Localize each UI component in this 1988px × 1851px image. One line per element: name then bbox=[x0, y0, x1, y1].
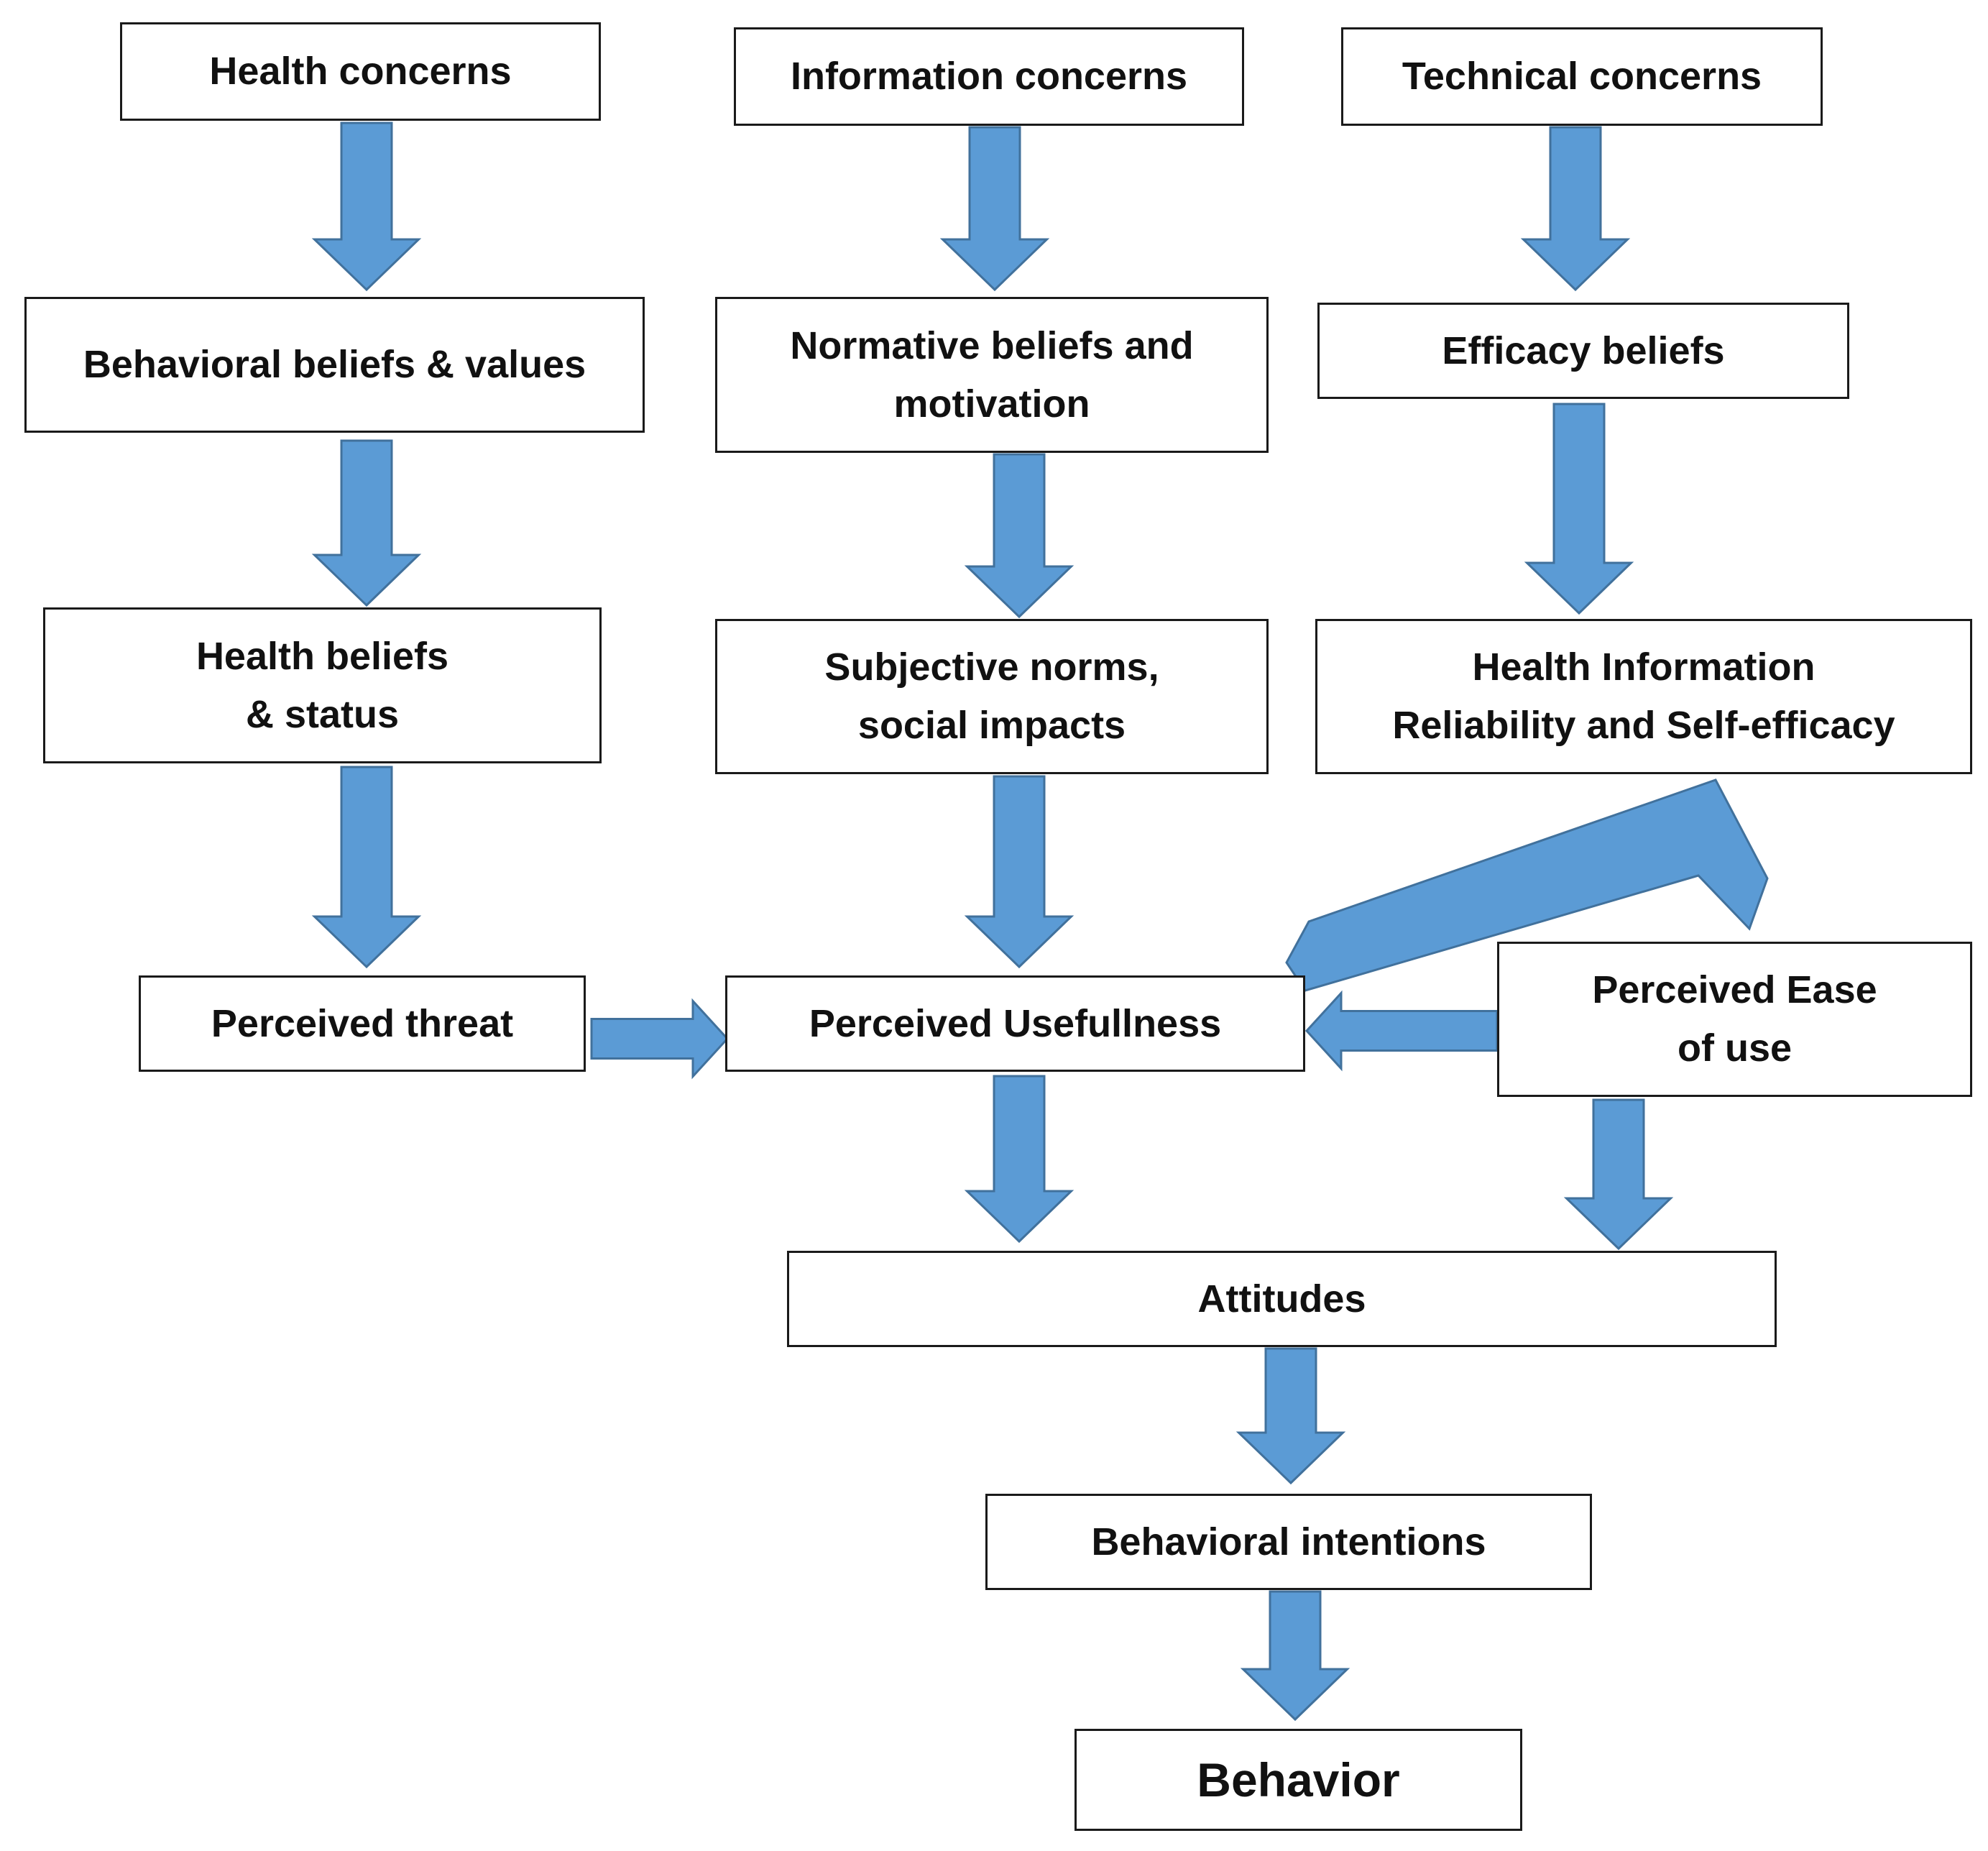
arrow-behavioral-beliefs-to-health-beliefs bbox=[311, 439, 422, 607]
node-perceived-threat: Perceived threat bbox=[139, 975, 586, 1072]
node-subjective-norms: Subjective norms, social impacts bbox=[715, 619, 1269, 774]
arrow-subjective-norms-to-usefulness bbox=[964, 775, 1074, 969]
arrow-ease-to-usefulness bbox=[1304, 990, 1499, 1072]
node-efficacy-beliefs: Efficacy beliefs bbox=[1317, 303, 1849, 399]
arrow-information-concerns-to-normative bbox=[939, 126, 1050, 292]
arrows bbox=[311, 121, 1769, 1722]
node-health-beliefs-status: Health beliefs & status bbox=[43, 607, 602, 763]
arrow-technical-concerns-to-efficacy bbox=[1520, 126, 1631, 292]
node-behavioral-beliefs-values: Behavioral beliefs & values bbox=[24, 297, 645, 433]
arrow-attitudes-to-intentions bbox=[1235, 1347, 1346, 1485]
node-behavior: Behavior bbox=[1074, 1729, 1522, 1831]
node-information-concerns: Information concerns bbox=[734, 27, 1244, 126]
arrow-intentions-to-behavior bbox=[1240, 1590, 1350, 1722]
arrow-perceived-threat-to-usefulness bbox=[590, 998, 730, 1080]
arrow-normative-to-subjective-norms bbox=[964, 453, 1074, 619]
node-technical-concerns: Technical concerns bbox=[1341, 27, 1823, 126]
arrow-efficacy-to-health-information bbox=[1524, 403, 1634, 615]
arrow-health-concerns-to-behavioral-beliefs bbox=[311, 121, 422, 292]
node-perceived-ease-of-use: Perceived Ease of use bbox=[1497, 942, 1972, 1097]
node-perceived-usefulness: Perceived Usefullness bbox=[725, 975, 1305, 1072]
node-normative-beliefs-motivation: Normative beliefs and motivation bbox=[715, 297, 1269, 453]
node-health-concerns: Health concerns bbox=[120, 22, 601, 121]
arrow-health-information-to-usefulness bbox=[1285, 778, 1769, 992]
arrow-health-beliefs-to-perceived-threat bbox=[311, 766, 422, 969]
node-attitudes: Attitudes bbox=[787, 1251, 1777, 1347]
node-health-information-reliability: Health Information Reliability and Self-… bbox=[1315, 619, 1972, 774]
arrow-usefulness-to-attitudes bbox=[964, 1075, 1074, 1244]
node-behavioral-intentions: Behavioral intentions bbox=[985, 1494, 1592, 1590]
arrow-ease-to-attitudes bbox=[1563, 1098, 1674, 1251]
